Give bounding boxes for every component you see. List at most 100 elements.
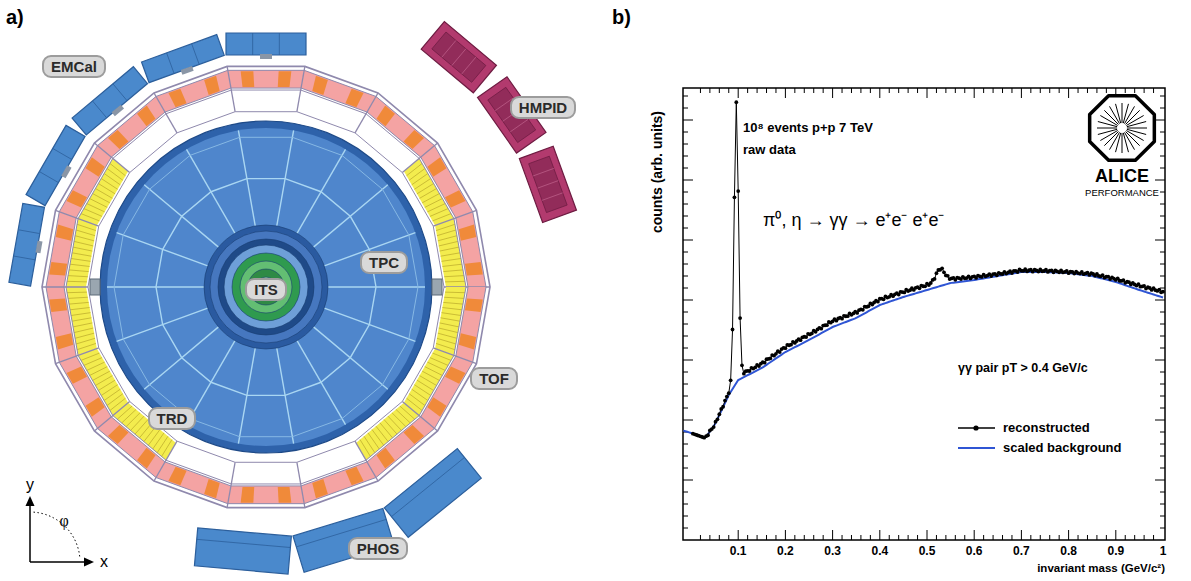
y-tick (1155, 360, 1165, 361)
x-tick (1087, 88, 1088, 93)
label-text: TOF (479, 370, 509, 387)
trd-layer (437, 230, 456, 236)
trd-layer (364, 436, 375, 453)
emcal-bracket (260, 54, 272, 59)
trd-layer (107, 394, 123, 406)
y-tick (683, 336, 688, 337)
tick-label: 0.4 (871, 545, 888, 559)
trd-layer (126, 413, 140, 427)
data-point (712, 425, 716, 429)
y-tick (1160, 336, 1165, 337)
x-tick (908, 88, 909, 93)
trd-layer (76, 230, 95, 236)
logo-ray (1098, 122, 1117, 127)
data-point (768, 357, 772, 361)
legend-text: scaled background (1003, 441, 1121, 456)
plot-frame (683, 88, 1165, 540)
tof-module (97, 96, 165, 157)
data-point (935, 271, 939, 275)
trd-layer (98, 184, 115, 194)
x-tick (804, 88, 805, 93)
x-tick (1059, 88, 1060, 93)
tof-module (228, 486, 304, 504)
y-tick (683, 468, 688, 469)
y-tick (683, 300, 693, 301)
trd-layer (433, 214, 452, 221)
trd-layer (417, 184, 434, 194)
x-tick (964, 535, 965, 540)
logo-ray (1122, 103, 1123, 123)
tof-module (301, 70, 376, 112)
phos-module (194, 528, 291, 574)
x-tick (1011, 88, 1012, 93)
emcal-bracket (35, 241, 42, 254)
tof-module (301, 462, 376, 504)
trd-layer (412, 173, 428, 184)
trd-layer (445, 292, 465, 294)
tof-block (465, 299, 483, 312)
trd-layer (71, 313, 90, 316)
trd-module (435, 219, 466, 287)
y-tick (683, 276, 688, 277)
x-tick (945, 535, 946, 540)
x-tick (1030, 88, 1031, 93)
tpc-chamber-ring (114, 137, 418, 436)
logo-ray (1097, 128, 1117, 129)
x-tick (1030, 535, 1031, 540)
emcal-module (142, 35, 225, 83)
data-point (723, 399, 727, 403)
x-tick (719, 535, 720, 540)
x-tick (1144, 88, 1145, 93)
x-tick (747, 88, 748, 93)
hmpid-line (538, 181, 559, 189)
detector-drawing (9, 22, 577, 574)
tof-block (278, 71, 292, 87)
tof-block (137, 448, 155, 469)
trd-layer (153, 433, 164, 449)
its-ring (218, 239, 314, 335)
x-tick (908, 535, 909, 540)
x-tick (775, 88, 776, 93)
phos-line (197, 539, 291, 547)
tof-block (56, 225, 73, 241)
trd-layer (443, 270, 463, 272)
emcal-divider (18, 230, 40, 234)
x-tick (728, 535, 729, 540)
x-tick (766, 535, 767, 540)
x-tick (775, 535, 776, 540)
x-tick (700, 535, 701, 540)
emcal-module (9, 204, 45, 287)
x-tick (879, 88, 880, 98)
y-tick (1160, 516, 1165, 517)
emcal-module (226, 33, 306, 55)
label-text: PHOS (357, 540, 400, 557)
emcal-bracket (112, 105, 124, 117)
y-tick (683, 396, 688, 397)
hmpid-line (462, 57, 476, 74)
axis-title: invariant mass (GeV/c²) (1037, 562, 1165, 575)
hmpid-line (533, 168, 554, 176)
detector-label: ITS (245, 278, 286, 301)
trd-layer (372, 429, 384, 445)
trd-module (435, 287, 466, 355)
data-point (763, 361, 767, 365)
trd-layer (110, 163, 126, 175)
x-tick (1096, 535, 1097, 540)
data-point (861, 308, 865, 312)
y-tick (1160, 372, 1165, 373)
y-tick (683, 156, 688, 157)
y-tick (683, 420, 693, 421)
x-tick (889, 88, 890, 93)
x-tick (936, 88, 937, 93)
y-tick (1160, 252, 1165, 253)
y-tick (1160, 456, 1165, 457)
y-tick (1160, 384, 1165, 385)
logo-ray (1127, 128, 1147, 129)
trd-layer (436, 343, 455, 349)
y-tick (1155, 240, 1165, 241)
y-tick (1155, 300, 1165, 301)
y-tick (1160, 492, 1165, 493)
x-tick (1153, 535, 1154, 540)
logo-outline (1090, 96, 1155, 161)
